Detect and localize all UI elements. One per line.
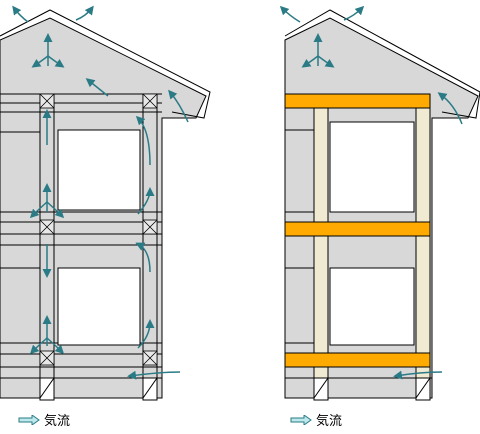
right-legend: 気流 <box>290 410 342 429</box>
left-airflow-arrows <box>12 5 189 380</box>
airflow-arrow-icon <box>135 115 151 166</box>
airflow-arrow-icon <box>317 55 335 68</box>
right-studs <box>313 93 431 385</box>
airflow-arrow-icon <box>12 5 29 23</box>
left-building <box>0 9 211 401</box>
left-roof-edge <box>0 9 211 119</box>
airflow-arrow-icon <box>75 5 94 21</box>
right-window-lower <box>329 267 415 346</box>
left-legend: 気流 <box>18 410 70 429</box>
right-legend-label: 気流 <box>316 414 343 429</box>
right-building <box>284 9 480 401</box>
airflow-arrow-icon <box>85 78 109 97</box>
airflow-arrow-icon <box>437 92 463 125</box>
right-foundation <box>313 377 431 401</box>
airflow-arrow-icon <box>18 414 40 425</box>
airflow-arrow-icon <box>343 5 365 21</box>
left-legend-label: 気流 <box>44 414 71 429</box>
airflow-arrow-icon <box>290 414 312 425</box>
airflow-arrow-icon <box>47 55 65 68</box>
left-cross-blocks <box>39 93 158 366</box>
right-beams <box>284 93 431 368</box>
airflow-arrow-icon <box>135 242 151 273</box>
airflow-arrow-icon <box>168 89 189 123</box>
right-horizontal-lines <box>285 129 432 379</box>
left-window-lower <box>57 267 141 346</box>
airflow-arrow-icon <box>46 337 65 355</box>
airflow-arrow-icon <box>29 201 48 219</box>
right-window-upper <box>329 121 415 213</box>
airflow-arrow-icon <box>31 55 49 68</box>
left-foundation <box>39 377 158 401</box>
airflow-arrow-icon <box>393 370 443 380</box>
airflow-arrow-icon <box>46 201 65 219</box>
airflow-arrow-icon <box>137 319 155 349</box>
airflow-arrow-icon <box>137 187 155 215</box>
airflow-arrow-icon <box>301 55 319 68</box>
airflow-arrow-icon <box>29 337 48 355</box>
right-roof-edge <box>284 9 480 119</box>
right-airflow-arrows <box>279 5 463 380</box>
airflow-arrow-icon <box>279 5 301 23</box>
left-window-upper <box>57 129 141 211</box>
airflow-arrow-icon <box>127 370 181 380</box>
